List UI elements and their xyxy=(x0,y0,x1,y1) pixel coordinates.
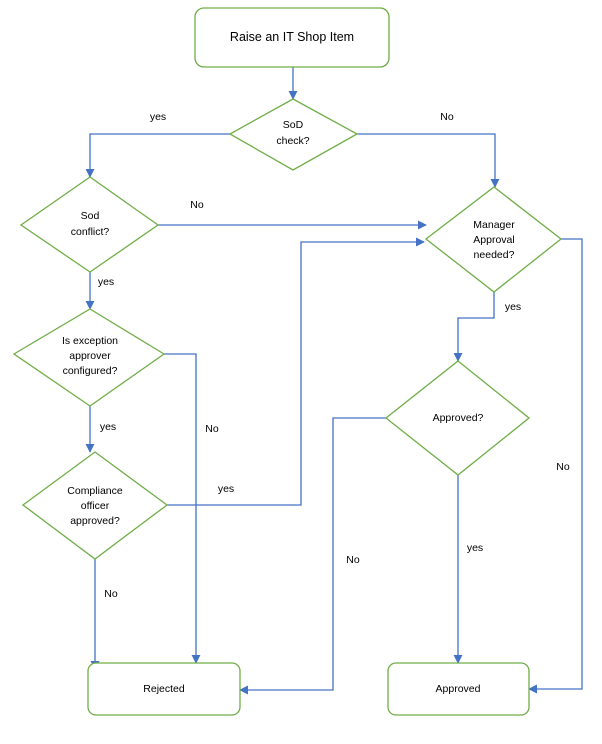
edge-label-approved-check-no: No xyxy=(346,554,360,566)
edge-label-sod-check-no: No xyxy=(440,111,454,123)
edge-label-sod-conflict-no: No xyxy=(190,199,204,211)
sod-conflict-label-line-1: Sod xyxy=(81,210,100,222)
exception-approver-label-line-3: configured? xyxy=(63,365,118,377)
edge-label-sod-check-yes: yes xyxy=(150,111,166,123)
exception-approver-node: Is exception approver configured? xyxy=(12,308,166,407)
edge-label-exception-no: No xyxy=(205,423,219,435)
manager-approval-node: Manager Approval needed? xyxy=(424,186,563,293)
edge-label-manager-no: No xyxy=(556,461,570,473)
sod-check-label-line-2: check? xyxy=(276,135,309,147)
manager-approval-label-line-3: needed? xyxy=(474,249,515,261)
compliance-officer-label-line-1: Compliance xyxy=(67,485,123,497)
compliance-officer-label-line-3: approved? xyxy=(70,515,120,527)
sod-check-label-line-1: SoD xyxy=(283,119,304,131)
approved-check-node: Approved? xyxy=(384,360,531,476)
compliance-officer-node: Compliance officer approved? xyxy=(21,451,169,560)
exception-approver-label-line-2: approver xyxy=(69,350,111,362)
connector-sod-check-no xyxy=(357,133,500,188)
edge-label-approved-check-yes: yes xyxy=(467,542,483,554)
edge-label-exception-yes: yes xyxy=(100,421,116,433)
start-node-label: Raise an IT Shop Item xyxy=(230,30,354,44)
approved-check-label: Approved? xyxy=(433,412,484,424)
edge-label-manager-yes: yes xyxy=(505,301,521,313)
edge-label-compliance-no: No xyxy=(104,588,118,600)
rejected-label: Rejected xyxy=(143,683,185,695)
sod-check-node: SoD check? xyxy=(228,98,359,171)
edge-label-sod-conflict-yes: yes xyxy=(98,276,114,288)
connector-manager-no xyxy=(528,238,583,694)
sod-conflict-node: Sod conflict? xyxy=(19,176,160,273)
approved-node: Approved xyxy=(387,662,530,716)
connector-approved-check-no xyxy=(239,417,386,695)
connector-sod-check-yes xyxy=(85,133,230,178)
edge-label-compliance-yes: yes xyxy=(218,483,234,495)
connectors xyxy=(85,67,583,695)
edge-labels: yes No No yes yes No yes yes No yes No N… xyxy=(98,111,570,600)
rejected-node: Rejected xyxy=(87,662,241,716)
manager-approval-label-line-2: Approval xyxy=(473,234,514,246)
exception-approver-label-line-1: Is exception xyxy=(62,335,118,347)
connector-manager-yes xyxy=(453,292,495,362)
approved-label: Approved xyxy=(436,683,481,695)
manager-approval-label-line-1: Manager xyxy=(473,219,515,231)
compliance-officer-label-line-2: officer xyxy=(81,500,110,512)
connector-compliance-yes xyxy=(167,237,425,506)
connector-exception-no xyxy=(164,353,201,664)
sod-conflict-label-line-2: conflict? xyxy=(71,226,110,238)
start-node: Raise an IT Shop Item xyxy=(194,7,390,68)
